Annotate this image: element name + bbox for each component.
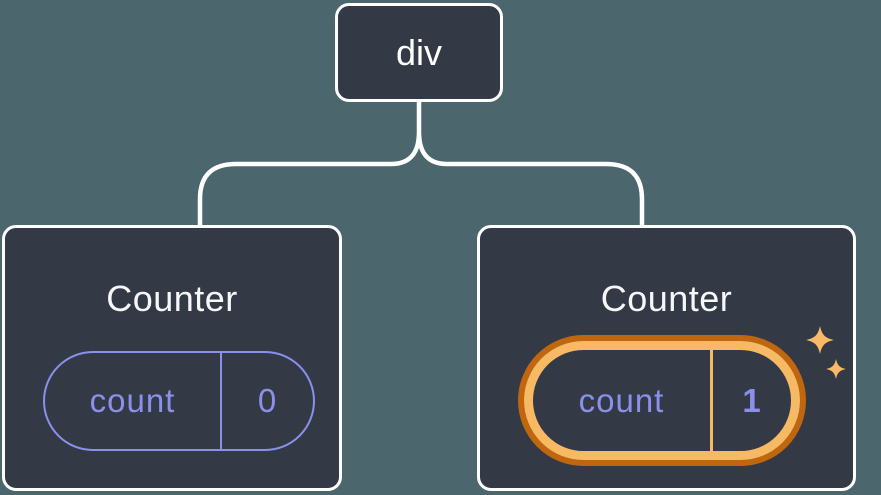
- state-value: 1: [710, 350, 791, 451]
- state-pill-inner-ring: count 1: [524, 341, 800, 460]
- sparkle-small-icon: [826, 359, 846, 379]
- counter-card-right: Counter count 1: [477, 225, 856, 491]
- state-value: 0: [220, 353, 313, 449]
- state-pill: count 0: [43, 351, 315, 451]
- component-title: Counter: [106, 278, 238, 319]
- sparkles-icon: [806, 326, 846, 379]
- state-name: count: [578, 381, 665, 419]
- state-name: count: [89, 382, 176, 419]
- state-pill-highlighted: count 1: [518, 335, 806, 466]
- root-node-label: div: [395, 31, 443, 73]
- component-title: Counter: [600, 278, 733, 319]
- sparkle-large-icon: [806, 326, 834, 354]
- connector-lines: [197, 98, 645, 230]
- root-node-div: div: [335, 3, 503, 102]
- counter-card-left: Counter count 0: [2, 225, 342, 491]
